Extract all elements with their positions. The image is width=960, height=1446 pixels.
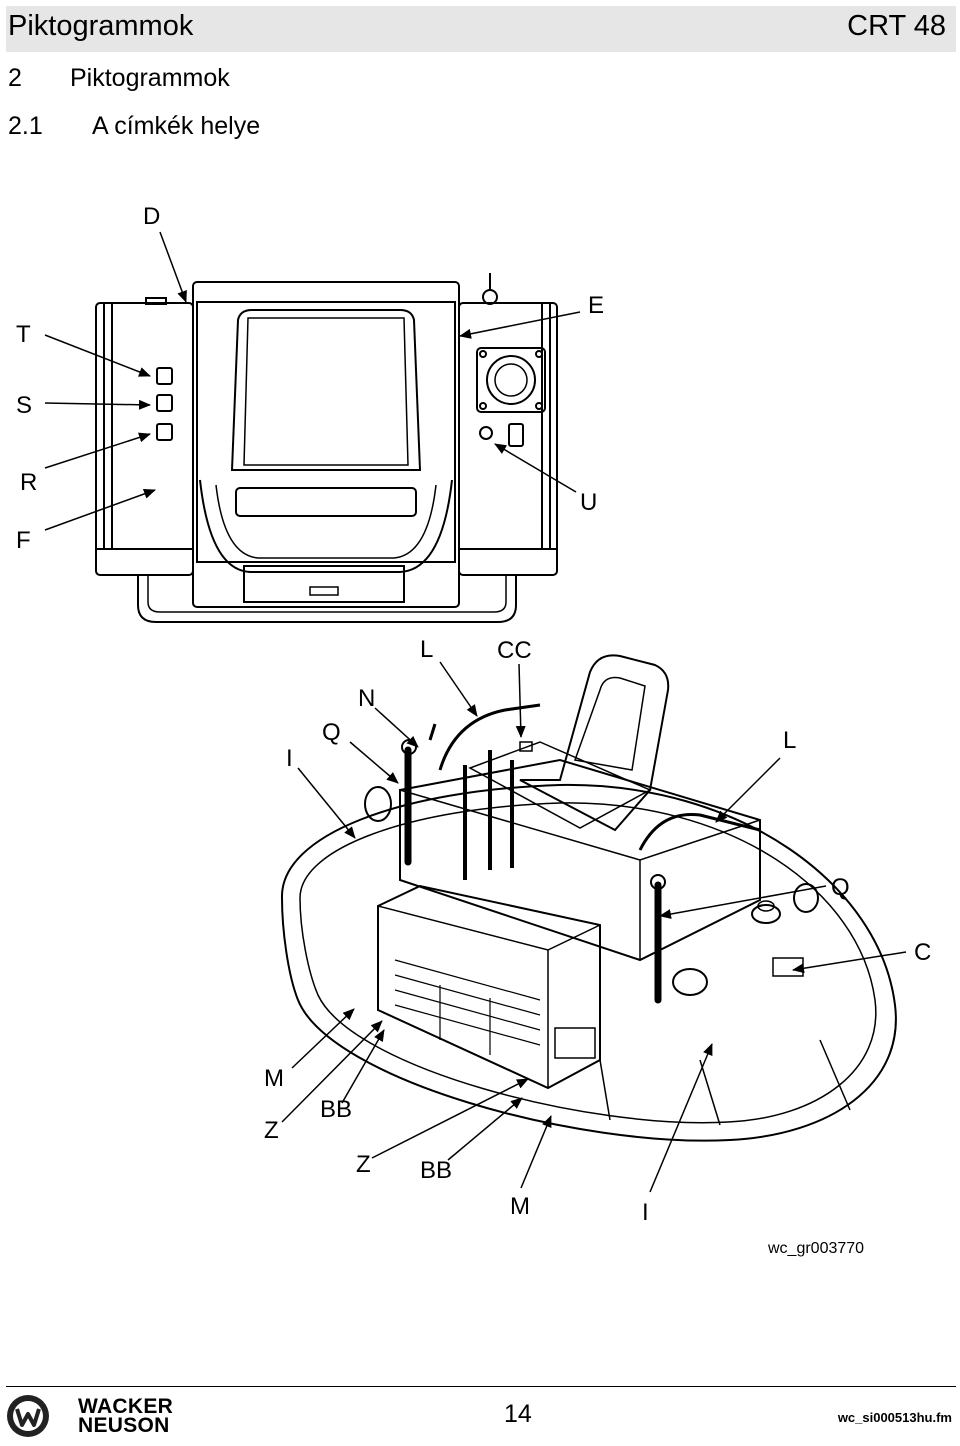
label-Z-1: Z xyxy=(264,1117,279,1144)
top-view-labels: D T E S R U F xyxy=(16,203,604,554)
label-M-2: M xyxy=(510,1193,530,1220)
page-title: Piktogrammok xyxy=(8,10,194,42)
label-C: C xyxy=(914,939,931,966)
label-N: N xyxy=(358,685,375,712)
label-L-2: L xyxy=(783,727,796,754)
label-Q-1: Q xyxy=(322,719,341,746)
section-heading: 2 Piktogrammok xyxy=(8,64,230,93)
label-U: U xyxy=(580,489,597,516)
iso-view-callouts xyxy=(281,661,907,1193)
machine-iso-view xyxy=(280,654,897,1142)
label-BB-2: BB xyxy=(420,1157,452,1184)
label-I-1: I xyxy=(286,745,293,772)
section-title: Piktogrammok xyxy=(70,64,230,92)
subsection-heading: 2.1 A címkék helye xyxy=(8,112,260,141)
label-location-figure: D T E S R U F xyxy=(16,203,931,1226)
label-L-1: L xyxy=(420,636,433,663)
subsection-number: 2.1 xyxy=(8,112,43,140)
page-number: 14 xyxy=(504,1400,532,1428)
subsection-title: A címkék helye xyxy=(92,112,261,140)
footer-rule xyxy=(6,1386,956,1387)
top-view-callouts xyxy=(44,231,581,531)
label-T: T xyxy=(16,321,31,348)
iso-view-labels: L CC N Q I L Q C M Z BB Z BB M I xyxy=(264,636,931,1226)
header-bar xyxy=(6,6,956,52)
file-name: wc_si000513hu.fm xyxy=(837,1410,952,1425)
label-R: R xyxy=(20,469,37,496)
label-CC: CC xyxy=(497,637,532,664)
label-Z-2: Z xyxy=(356,1151,371,1178)
label-BB-1: BB xyxy=(320,1096,352,1123)
label-S: S xyxy=(16,392,32,419)
label-I-2: I xyxy=(642,1199,649,1226)
machine-top-view xyxy=(95,273,558,623)
model-name: CRT 48 xyxy=(847,10,946,42)
label-F: F xyxy=(16,527,31,554)
label-Q-2: Q xyxy=(831,874,850,901)
section-number: 2 xyxy=(8,64,22,92)
wacker-neuson-logo-icon xyxy=(7,1395,49,1437)
label-E: E xyxy=(588,292,604,319)
brand-name: WACKER NEUSON xyxy=(78,1395,174,1437)
label-M-1: M xyxy=(264,1065,284,1092)
brand-line-2: NEUSON xyxy=(78,1414,170,1437)
label-D: D xyxy=(143,203,160,230)
brand-line-1: WACKER xyxy=(78,1395,174,1418)
figure-id: wc_gr003770 xyxy=(768,1240,865,1257)
